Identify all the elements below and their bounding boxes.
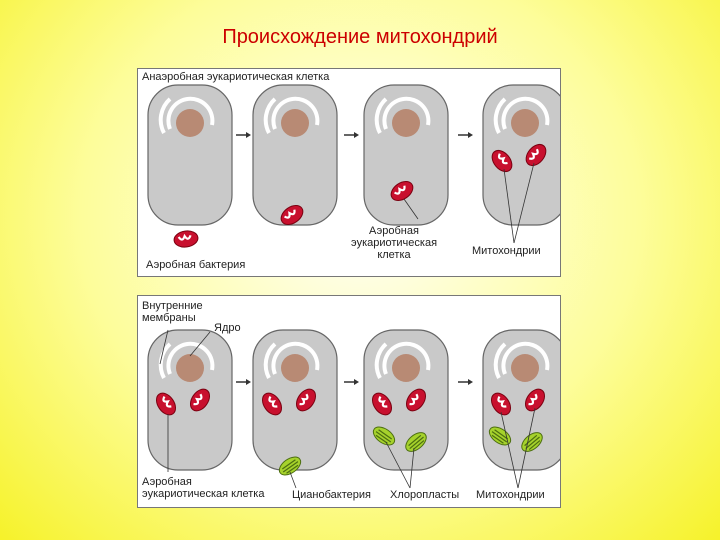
pointer-line: [385, 441, 411, 489]
chloroplasts-label: Хлоропласты: [390, 489, 460, 501]
cyanobacterium-label: Цианобактерия: [292, 489, 371, 501]
aerobic-cell-label: Аэробная эукариотическая клетка: [142, 476, 265, 500]
slide-title: Происхождение митохондрий: [222, 26, 498, 48]
inner-membranes-label: Внутренние мембраны: [142, 300, 203, 324]
pointer-line: [189, 331, 211, 357]
arrow-right-icon: [458, 379, 473, 385]
photosynthetic-panel: Внутренние мембраны Ядро Аэробная эукари…: [137, 295, 561, 508]
pointer-line: [409, 447, 415, 489]
aerobic-cell-label: Аэробная эукариотическая клетка: [350, 225, 438, 261]
pointer-line: [513, 162, 535, 244]
arrow-right-icon: [344, 132, 359, 138]
pointer-line: [403, 198, 419, 220]
pointer-line: [517, 407, 536, 489]
free-aerobic-bacterium: [171, 228, 201, 250]
arrow-right-icon: [236, 132, 251, 138]
cell-2: [251, 83, 339, 227]
cell-1: [146, 83, 234, 227]
bottom-diagram: [146, 328, 560, 489]
arrow-right-icon: [236, 379, 251, 385]
pointer-line: [500, 411, 519, 489]
arrow-right-icon: [344, 379, 359, 385]
mitochondria-label: Митохондрии: [472, 245, 541, 257]
pointer-line: [289, 471, 297, 489]
arrow-right-icon: [458, 132, 473, 138]
cell-3: [362, 83, 450, 227]
anaerobic-cell-label: Анаэробная эукариотическая клетка: [142, 71, 330, 83]
pointer-line: [159, 329, 169, 365]
anaerobic-panel: Анаэробная эукариотическая клетка Аэробн…: [137, 68, 561, 277]
mitochondria-label: Митохондрии: [476, 489, 545, 501]
aerobic-bacterium-label: Аэробная бактерия: [146, 259, 246, 271]
nucleus-label: Ядро: [214, 322, 241, 334]
pointer-line: [503, 168, 515, 244]
top-diagram: [146, 83, 560, 250]
